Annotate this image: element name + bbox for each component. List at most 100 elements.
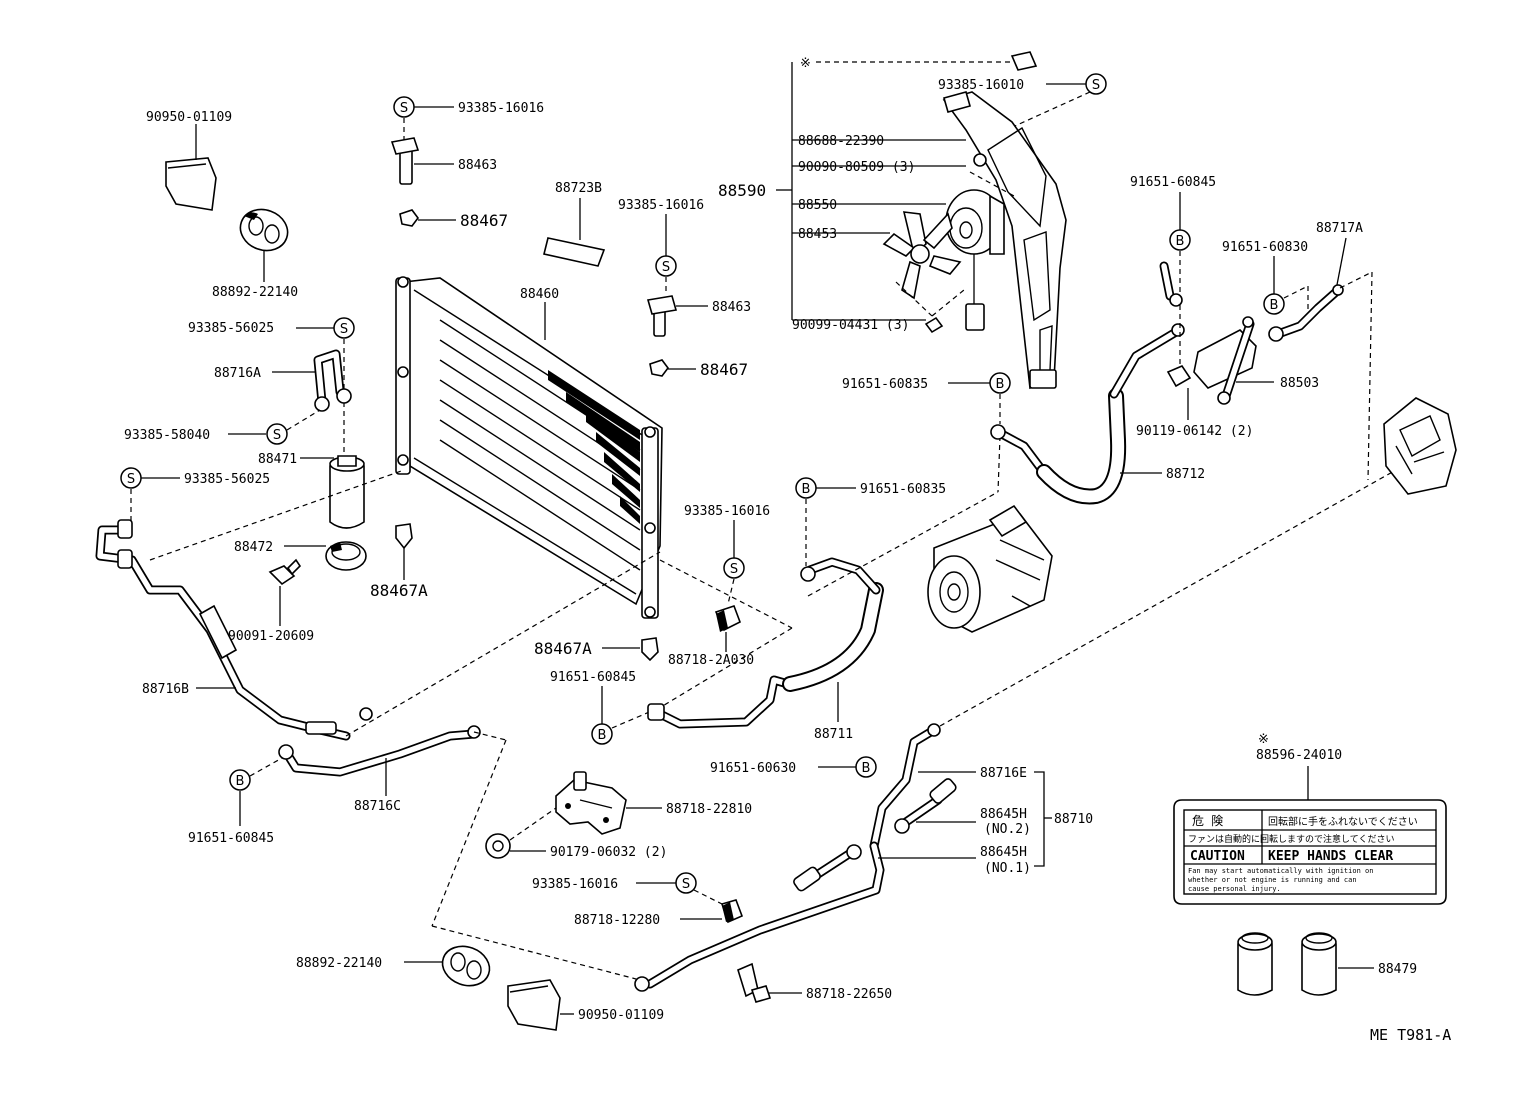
grommet-88892-22140-bot <box>441 945 491 987</box>
caution-fine-1: Fan may start automatically with ignitio… <box>1188 867 1373 875</box>
svg-text:S: S <box>1092 78 1100 93</box>
label-88716E: 88716E <box>980 766 1027 781</box>
pipe-88716B <box>95 519 373 741</box>
caution-jp-second: ファンは自動的に回転しますので注意してください <box>1188 833 1394 845</box>
label-88467A-b: 88467A <box>534 639 592 658</box>
label-88463-b: 88463 <box>712 300 751 315</box>
tape-90950-01109-top <box>165 157 217 211</box>
badge-b-91651-60830: B <box>1263 293 1285 315</box>
label-93385-16016-c: 93385-16016 <box>684 504 770 519</box>
pipe-stub-top <box>1159 261 1183 307</box>
label-88472: 88472 <box>234 540 273 555</box>
caution-fine-2: whether or not engine is running and can <box>1188 876 1357 884</box>
screw-90099-04431 <box>924 316 944 334</box>
label-88467-a: 88467 <box>460 211 508 230</box>
label-90950-01109-bot: 90950-01109 <box>578 1008 664 1023</box>
label-88460: 88460 <box>520 287 559 302</box>
label-88471: 88471 <box>258 452 297 467</box>
label-93385-16016-a: 93385-16016 <box>458 101 544 116</box>
hose-88711 <box>647 557 884 729</box>
caution-label: 危 険 回転部に手をふれないでください ファンは自動的に回転しますので注意してく… <box>1173 799 1447 905</box>
label-88645H-1: 88645H <box>980 807 1027 822</box>
svg-text:S: S <box>400 101 408 116</box>
tape-star <box>1010 51 1038 71</box>
sensor-88463-b <box>646 295 678 337</box>
label-90950-01109-top: 90950-01109 <box>146 110 232 125</box>
label-91651-60845-b: 91651-60845 <box>550 670 636 685</box>
label-88718-12280: 88718-12280 <box>574 913 660 928</box>
label-88645H-2: 88645H <box>980 845 1027 860</box>
clip-88467-a <box>399 209 419 227</box>
label-88711: 88711 <box>814 727 853 742</box>
pipe-88716A <box>313 349 352 412</box>
pipe-88645H-no1 <box>793 844 862 892</box>
label-91651-60835-a: 91651-60835 <box>842 377 928 392</box>
label-88503: 88503 <box>1280 376 1319 391</box>
badge-b-91651-60835-a: B <box>989 372 1011 394</box>
label-88688-22390: 88688-22390 <box>798 134 884 149</box>
tape-88723B <box>543 237 606 267</box>
label-asterisk: ※ <box>800 56 811 71</box>
badge-b-91651-60845-a: B <box>229 769 251 791</box>
label-91651-60845-a: 91651-60845 <box>188 831 274 846</box>
cap-88467A-b <box>641 637 659 662</box>
grommet-88892-22140-top <box>239 208 289 252</box>
badge-b-91651-60845-b: B <box>591 723 613 745</box>
label-91651-60630: 91651-60630 <box>710 761 796 776</box>
svg-text:B: B <box>802 482 811 497</box>
svg-text:S: S <box>273 428 281 443</box>
fan-motor-88550 <box>945 189 1005 331</box>
label-88717A: 88717A <box>1316 221 1363 236</box>
label-88590: 88590 <box>718 181 766 200</box>
fan-88453 <box>882 211 962 300</box>
label-88479: 88479 <box>1378 962 1417 977</box>
bolt-90119-06142 <box>1166 365 1192 388</box>
tape-90950-01109-bot <box>507 979 561 1031</box>
label-88550: 88550 <box>798 198 837 213</box>
label-93385-16010: 93385-16010 <box>938 78 1024 93</box>
label-88453: 88453 <box>798 227 837 242</box>
label-88718-22650: 88718-22650 <box>806 987 892 1002</box>
svg-text:S: S <box>682 877 690 892</box>
label-93385-58040: 93385-58040 <box>124 428 210 443</box>
svg-text:B: B <box>598 728 607 743</box>
bracket-88718-22810 <box>555 771 627 835</box>
fan-shroud-88688-22390 <box>942 91 1067 390</box>
svg-text:B: B <box>862 761 871 776</box>
label-no2: (NO.2) <box>984 822 1031 837</box>
compressor <box>927 504 1053 633</box>
badge-s-93385-16016-d: S <box>675 872 697 894</box>
label-93385-16016-d: 93385-16016 <box>532 877 618 892</box>
caution-keep-hands-clear: KEEP HANDS CLEAR <box>1268 849 1393 864</box>
clamp-88718-22650 <box>737 962 772 1003</box>
valve-88503 <box>1193 316 1257 405</box>
clamp-88718-12280 <box>720 899 744 924</box>
label-88892-22140-top: 88892-22140 <box>212 285 298 300</box>
badge-s-93385-16016-a: S <box>393 96 415 118</box>
pipe-88645H-no2 <box>894 778 957 834</box>
cap-88467A-a <box>395 523 413 550</box>
badge-s-93385-16016-b: S <box>655 255 677 277</box>
diagram-code: ME T981-A <box>1370 1026 1451 1044</box>
evaporator-unit <box>1383 397 1457 495</box>
caution-fine-3: cause personal injury. <box>1188 885 1281 893</box>
svg-text:S: S <box>127 472 135 487</box>
receiver-88471 <box>329 455 365 529</box>
label-91651-60835-b: 91651-60835 <box>860 482 946 497</box>
label-90099-04431: 90099-04431 (3) <box>792 318 909 333</box>
label-88718-22810: 88718-22810 <box>666 802 752 817</box>
label-93385-56025-b: 93385-56025 <box>184 472 270 487</box>
label-91651-60830: 91651-60830 <box>1222 240 1308 255</box>
label-88710: 88710 <box>1054 812 1093 827</box>
label-88723B: 88723B <box>555 181 602 196</box>
refrigerant-can-2 <box>1301 932 1337 996</box>
clip-88467-b <box>649 359 669 377</box>
refrigerant-can-1 <box>1237 932 1273 996</box>
pipe-88716E <box>634 723 941 992</box>
badge-s-93385-16010: S <box>1085 73 1107 95</box>
condenser-88460 <box>395 276 663 619</box>
caution-word: CAUTION <box>1190 849 1245 864</box>
hose-88712 <box>990 323 1185 505</box>
label-88467-b: 88467 <box>700 360 748 379</box>
